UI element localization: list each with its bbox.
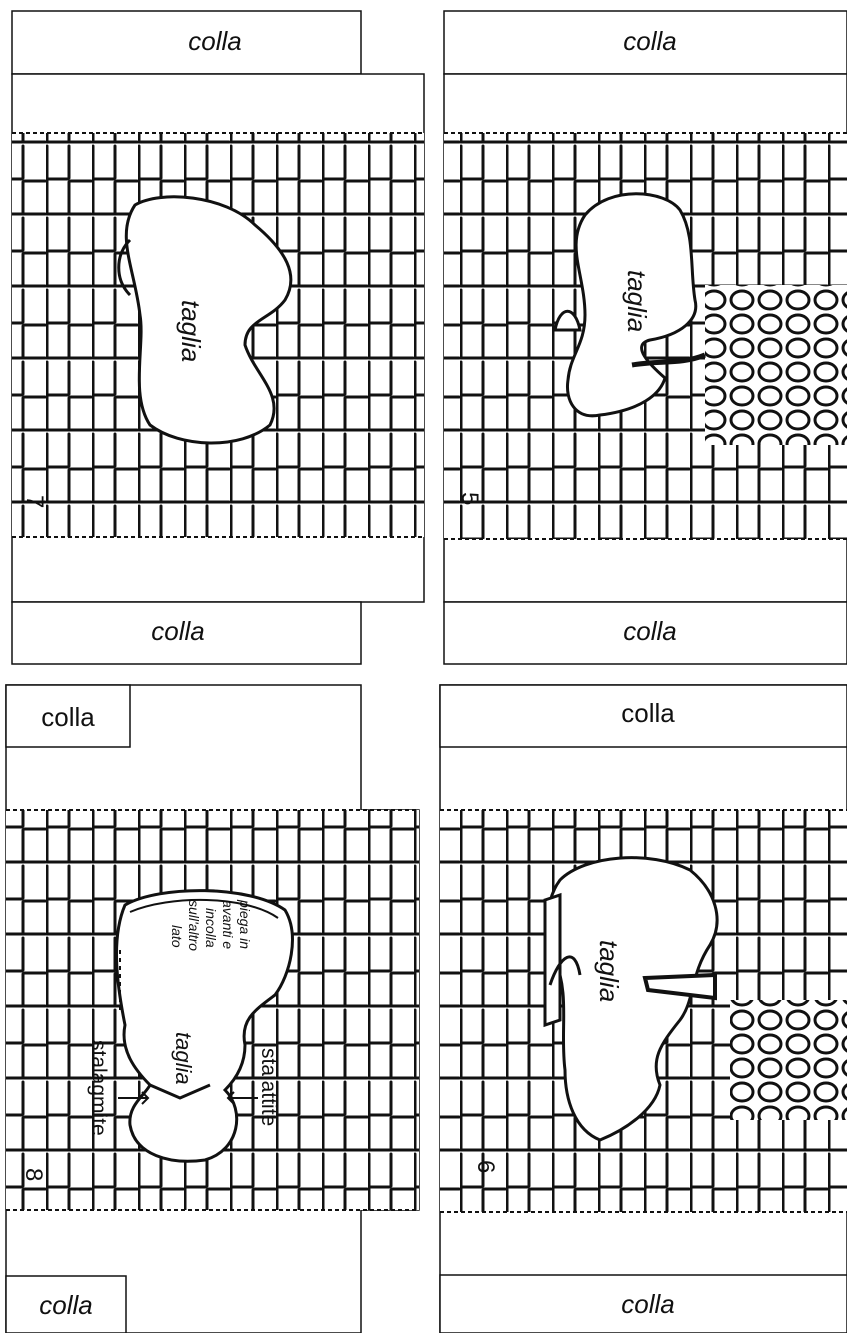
pebble-cluster [705, 285, 847, 445]
glue-label-top: colla [188, 26, 241, 56]
cut-label: taglia [176, 300, 206, 362]
glue-label-bottom: colla [621, 1289, 674, 1319]
panel-number: 6 [472, 1160, 499, 1173]
panel-8: colla piega in avanti e incolla sull'alt… [6, 685, 419, 1333]
pebble-cluster [730, 1000, 847, 1120]
cut-label: taglia [622, 270, 652, 332]
stalactite-label: stalattite [257, 1048, 280, 1126]
panel-7: colla taglia 7 colla [12, 11, 424, 664]
fold-note-line-3: incolla [203, 908, 219, 948]
glue-label-top: colla [623, 26, 676, 56]
glue-label-bottom: colla [623, 616, 676, 646]
fold-note-line-2: avanti e [220, 900, 236, 949]
cut-label: taglia [171, 1032, 196, 1085]
fold-note-line-1: piega in [237, 899, 253, 949]
formation-strip [545, 895, 560, 1025]
fold-note-line-4: sull'altro [186, 900, 202, 951]
glue-label-top: colla [621, 698, 675, 728]
glue-tab-top [12, 11, 361, 74]
panel-number: 8 [20, 1168, 47, 1181]
cut-label: taglia [594, 940, 624, 1002]
panel-number: 7 [21, 495, 48, 508]
panel-5: colla taglia 5 colla [444, 11, 847, 664]
fold-note-line-5: lato [169, 925, 185, 948]
glue-label-bottom: colla [39, 1290, 92, 1320]
glue-label-top: colla [41, 702, 95, 732]
glue-label-bottom: colla [151, 616, 204, 646]
panel-6: colla taglia 6 colla [440, 685, 847, 1333]
panel-number: 5 [456, 492, 483, 505]
stalagmite-label: stalagmite [87, 1040, 110, 1136]
